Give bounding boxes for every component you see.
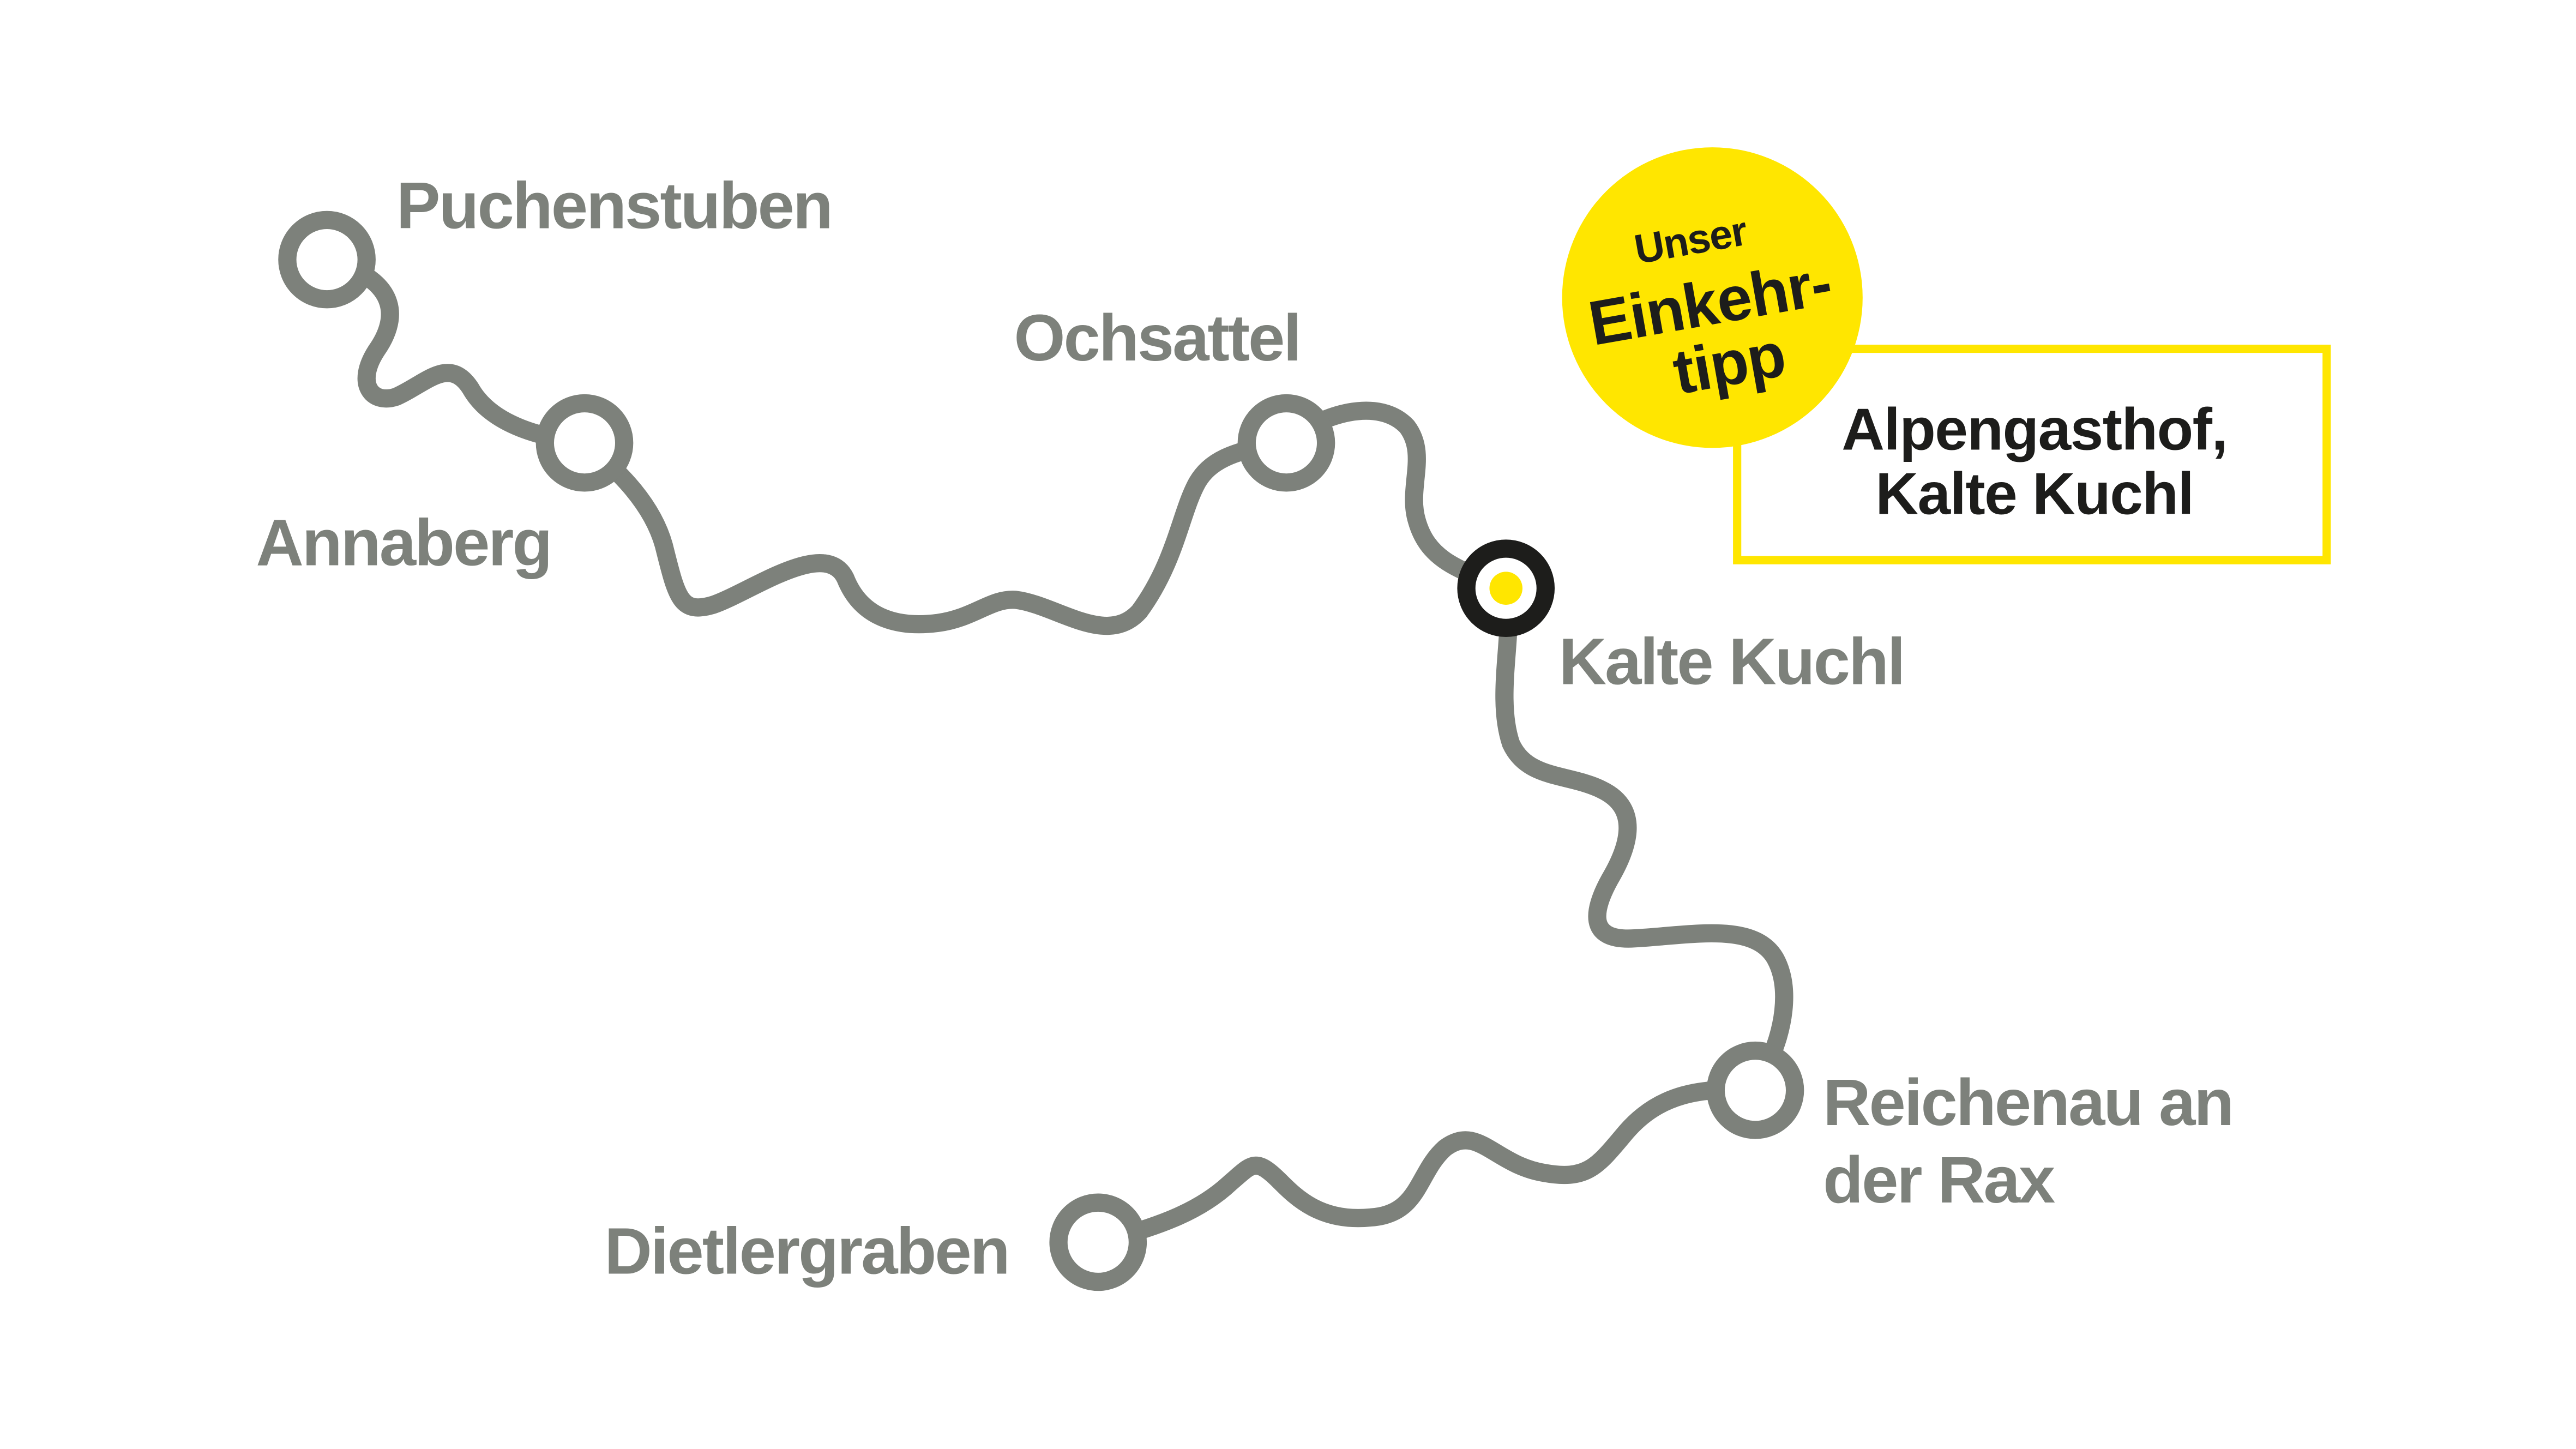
tip-line-2: Kalte Kuchl [1875,460,2193,527]
tip-box: Alpengasthof, Kalte Kuchl [1733,345,2331,564]
recommendation-badge: Unser Einkehr- tipp [1562,147,1863,448]
station-node[interactable] [1237,394,1335,492]
station-node[interactable] [1049,1193,1147,1291]
station-kalte-kuchl[interactable]: Kalte Kuchl [1457,539,1906,698]
station-label: Reichenau an [1823,1065,2232,1139]
tip-line-1: Alpengasthof, [1841,396,2227,462]
station-label: Annaberg [256,505,551,579]
station-node[interactable] [1706,1041,1804,1139]
station-reichenau[interactable]: Reichenau an der Rax [1706,1041,2234,1217]
station-label: Kalte Kuchl [1559,624,1904,698]
station-label-line2: der Rax [1823,1143,2055,1217]
station-node[interactable] [278,211,376,309]
station-label: Dietlergraben [604,1213,1008,1288]
highlight-dot [1489,572,1523,605]
station-label: Puchenstuben [396,169,832,243]
route-line [317,250,1793,1252]
station-node[interactable] [535,394,634,492]
station-ochsattel[interactable]: Ochsattel [1014,300,1335,492]
station-annaberg[interactable]: Annaberg [256,394,634,580]
station-label: Ochsattel [1014,300,1300,375]
station-dietlergraben[interactable]: Dietlergraben [604,1193,1147,1291]
station-puchenstuben[interactable]: Puchenstuben [278,169,833,309]
